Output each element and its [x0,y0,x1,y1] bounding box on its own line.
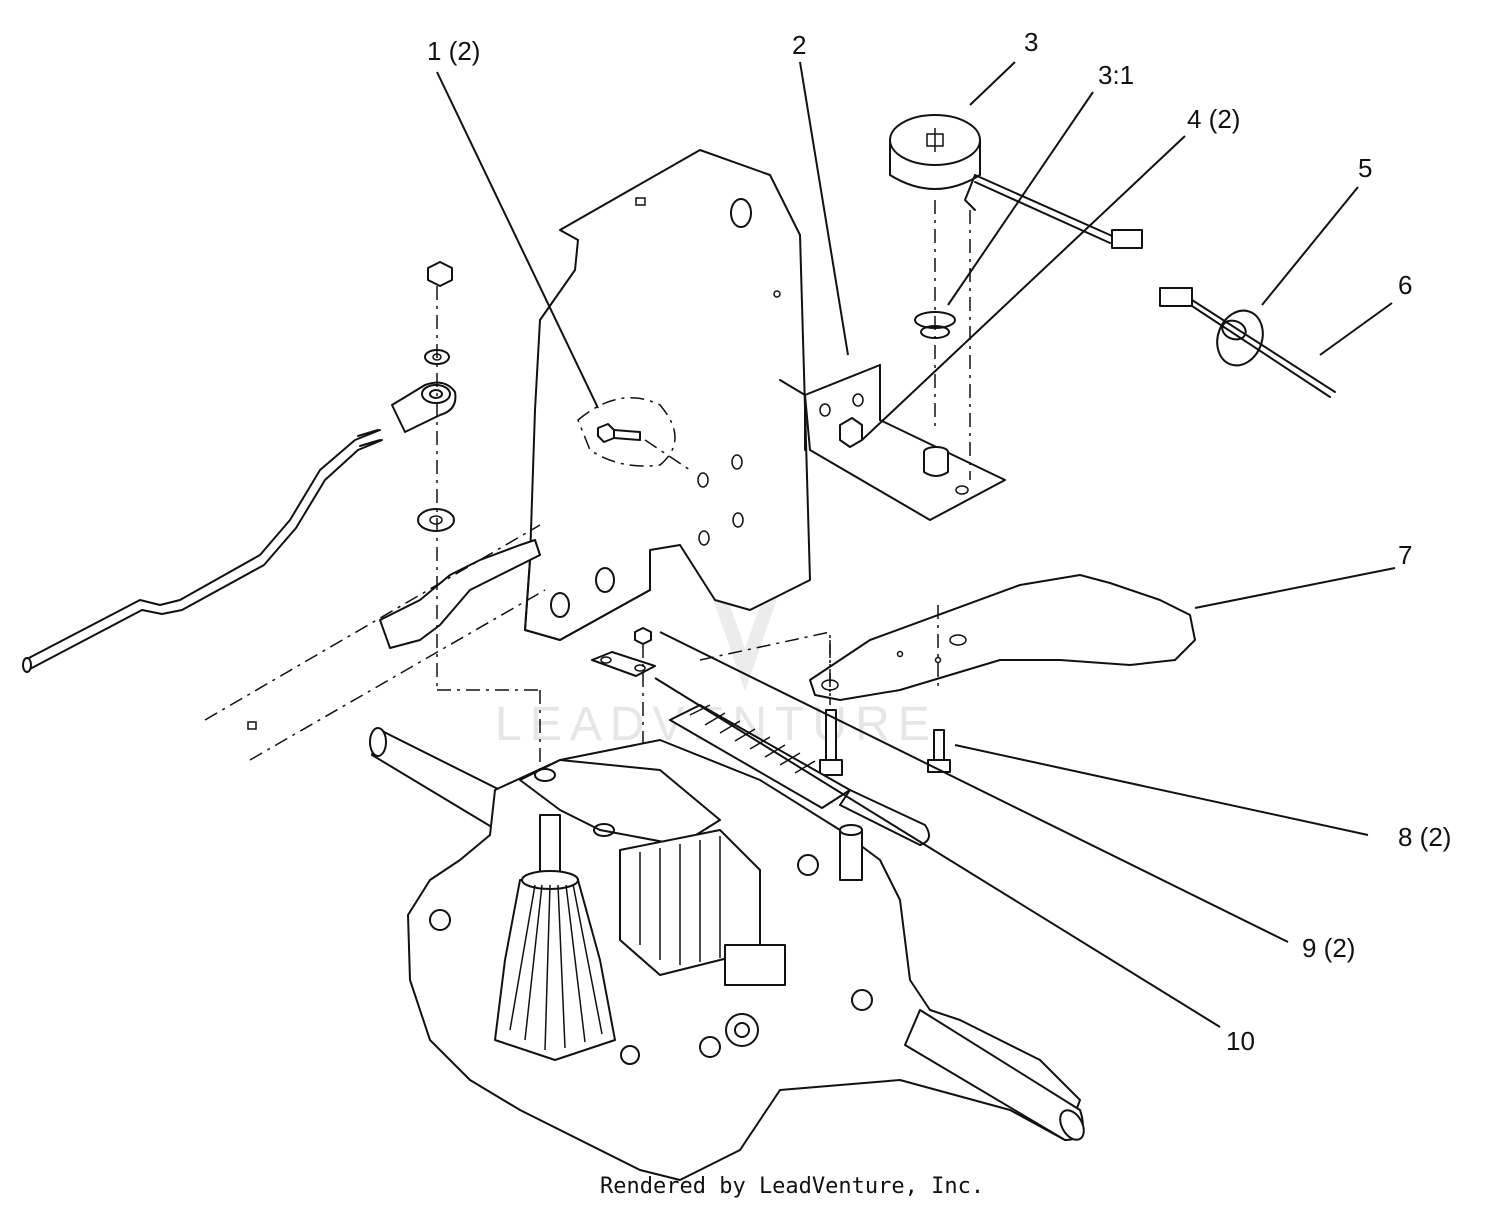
leader-lines [436,61,1396,1028]
plate-bolts [577,397,691,471]
linkage-rod [22,429,383,673]
bracket-screw [839,417,863,448]
leader-3-1 [947,91,1094,306]
leader-5 [1261,186,1359,306]
leader-4 [861,135,1186,441]
callout-9: 9 (2) [1302,933,1355,963]
callout-labels: 1 (2) 2 3 3:1 4 (2) 5 6 7 8 (2) 9 (2) 10 [427,27,1451,1056]
lower-bracket [204,524,546,761]
plunger [923,446,949,477]
callout-1: 1 (2) [427,36,480,66]
callout-7: 7 [1398,540,1412,570]
leader-3 [969,61,1016,106]
callout-3-1: 3:1 [1098,60,1134,90]
foot-pedal [809,574,1196,705]
callout-2: 2 [792,30,806,60]
transaxle [369,704,1085,1181]
switch-knob [889,114,1143,480]
wire-harness [1159,287,1336,398]
mounting-plate [524,149,811,641]
leader-10 [654,677,1221,1028]
callout-5: 5 [1358,153,1372,183]
leader-2 [799,61,849,356]
leader-7 [1194,567,1396,609]
pedal-bolts [819,709,951,776]
leader-8 [954,744,1369,836]
leader-9 [659,631,1289,943]
callout-4: 4 (2) [1187,104,1240,134]
leader-6 [1319,302,1393,356]
rod-end [391,381,457,433]
angle-bracket [779,364,1006,521]
callout-6: 6 [1398,270,1412,300]
leader-1 [436,71,599,409]
spring [914,311,956,339]
rod-end-hardware [417,261,541,780]
callout-8: 8 (2) [1398,822,1451,852]
small-nut-and-plate [591,627,831,780]
callout-10: 10 [1226,1026,1255,1056]
callout-3: 3 [1024,27,1038,57]
footer-credit: Rendered by LeadVenture, Inc. [600,1174,984,1199]
